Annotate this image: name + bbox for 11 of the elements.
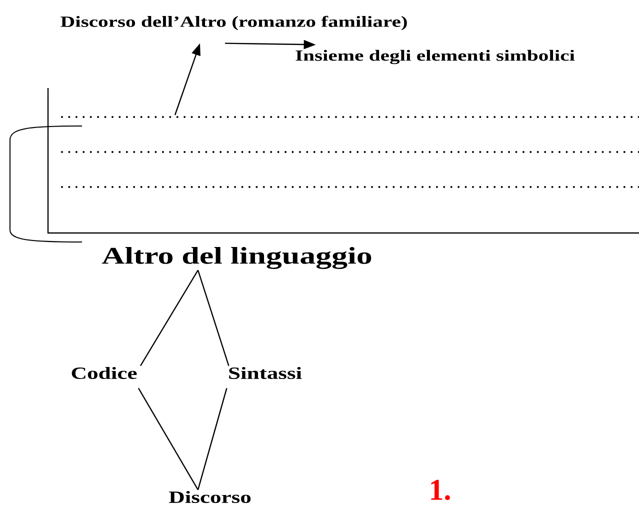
connector-line	[197, 270, 230, 366]
figure-number: 1.	[431, 480, 450, 500]
connector-line	[140, 270, 199, 366]
node-label: Discorso	[168, 491, 251, 503]
node-label: Altro del linguaggio	[102, 247, 372, 269]
node-label: Sintassi	[229, 367, 302, 379]
node-label: Codice	[72, 367, 137, 379]
node-label: Insieme degli elementi simbolici	[296, 50, 575, 64]
connector-line	[197, 388, 228, 490]
node-label: Discorso dell’Altro (romanzo familiare)	[60, 16, 407, 30]
connector-line	[138, 388, 199, 490]
